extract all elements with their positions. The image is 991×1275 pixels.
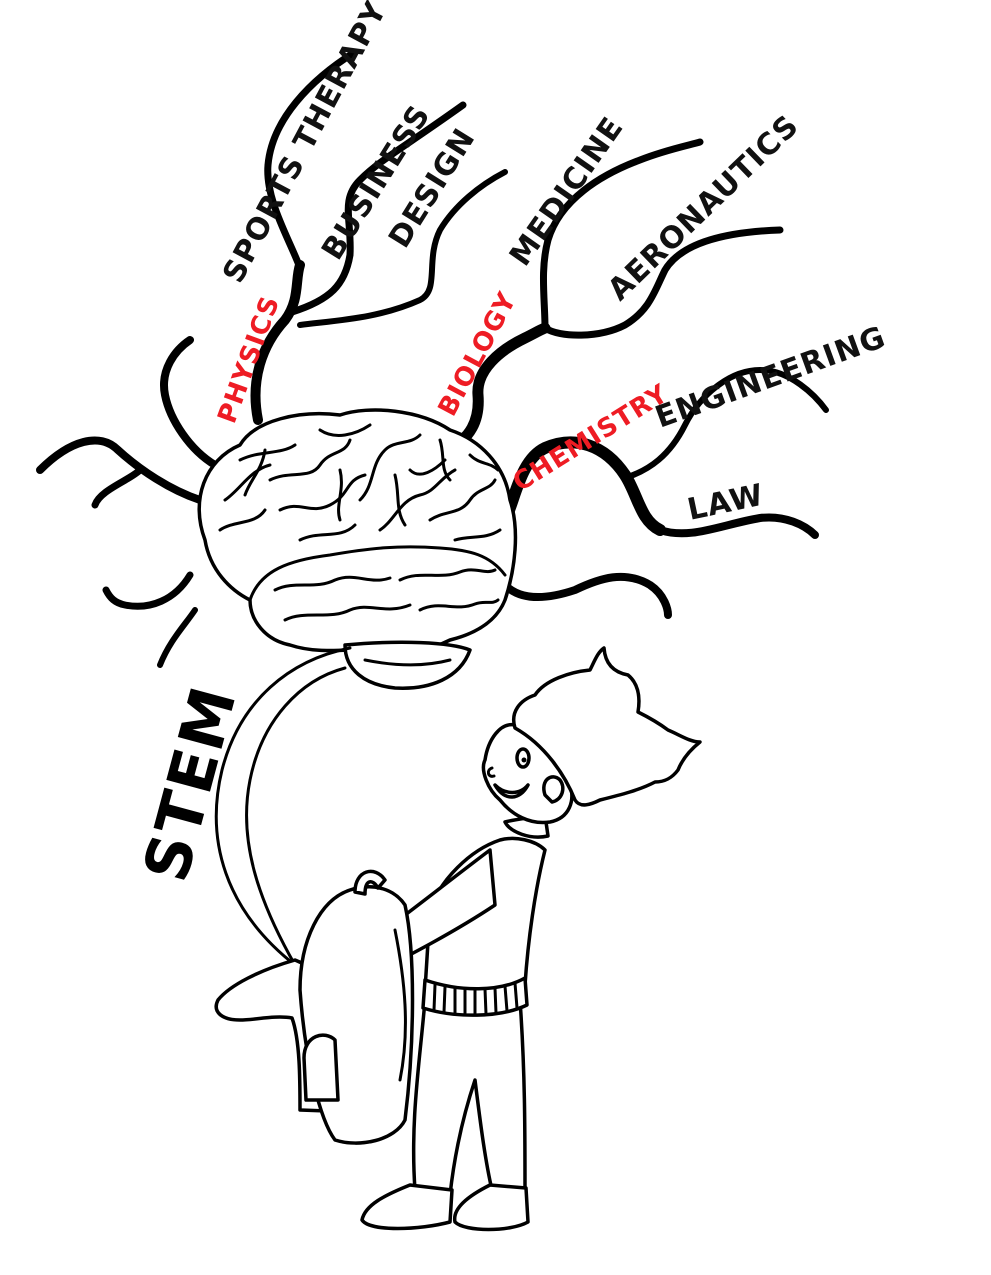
left-root-bottom bbox=[157, 607, 198, 668]
brain-folds bbox=[218, 423, 502, 622]
brain bbox=[197, 408, 518, 690]
brain-cerebellum-fold bbox=[363, 658, 452, 667]
boy-mouth bbox=[493, 783, 530, 799]
stream-outer bbox=[214, 646, 352, 967]
label-aeronautics: AERONAUTICS bbox=[601, 108, 806, 307]
boy-nose bbox=[486, 766, 496, 778]
label-sports-therapy: SPORTS THERAPY bbox=[216, 0, 394, 289]
aeronautics-branch bbox=[541, 226, 784, 339]
sports-therapy-branch bbox=[264, 48, 359, 272]
medicine-branch bbox=[539, 138, 704, 332]
business-branch bbox=[288, 101, 467, 316]
left-root-middle bbox=[36, 436, 204, 504]
left-root-upper bbox=[160, 336, 219, 469]
backpack-front-pocket bbox=[302, 1033, 340, 1102]
engineering-branch bbox=[622, 367, 829, 481]
label-engineering: ENGINEERING bbox=[651, 320, 891, 436]
label-physics: PHYSICS bbox=[212, 292, 286, 428]
left-root-branchlet bbox=[91, 466, 144, 509]
chemistry-branch bbox=[499, 436, 666, 536]
brain-outline bbox=[197, 408, 518, 654]
branch-network bbox=[36, 48, 829, 668]
waistband-ribbing bbox=[432, 981, 519, 1016]
physics-branch bbox=[250, 260, 305, 425]
boy-right-shoe bbox=[453, 1183, 530, 1232]
backpack-strap bbox=[393, 928, 407, 1082]
backpack bbox=[214, 869, 415, 1145]
design-branch bbox=[297, 169, 508, 328]
label-medicine: MEDICINE bbox=[503, 111, 631, 273]
boy-left-shoe bbox=[360, 1183, 454, 1231]
law-branch bbox=[656, 513, 819, 539]
boy-trousers bbox=[411, 998, 527, 1197]
boy-hair bbox=[512, 646, 702, 807]
biology-branch bbox=[442, 322, 551, 454]
stream-inner bbox=[245, 666, 347, 967]
backpack-handle bbox=[353, 869, 387, 896]
boy-ear bbox=[542, 775, 565, 804]
stream bbox=[214, 646, 352, 967]
brain-sylvian-fissure bbox=[248, 545, 507, 602]
stem-caption: STEM bbox=[129, 678, 251, 889]
boy-pupil bbox=[521, 757, 527, 763]
left-root-lower bbox=[102, 571, 194, 610]
lower-right-branch bbox=[501, 572, 672, 619]
label-chemistry: CHEMISTRY bbox=[508, 379, 674, 498]
